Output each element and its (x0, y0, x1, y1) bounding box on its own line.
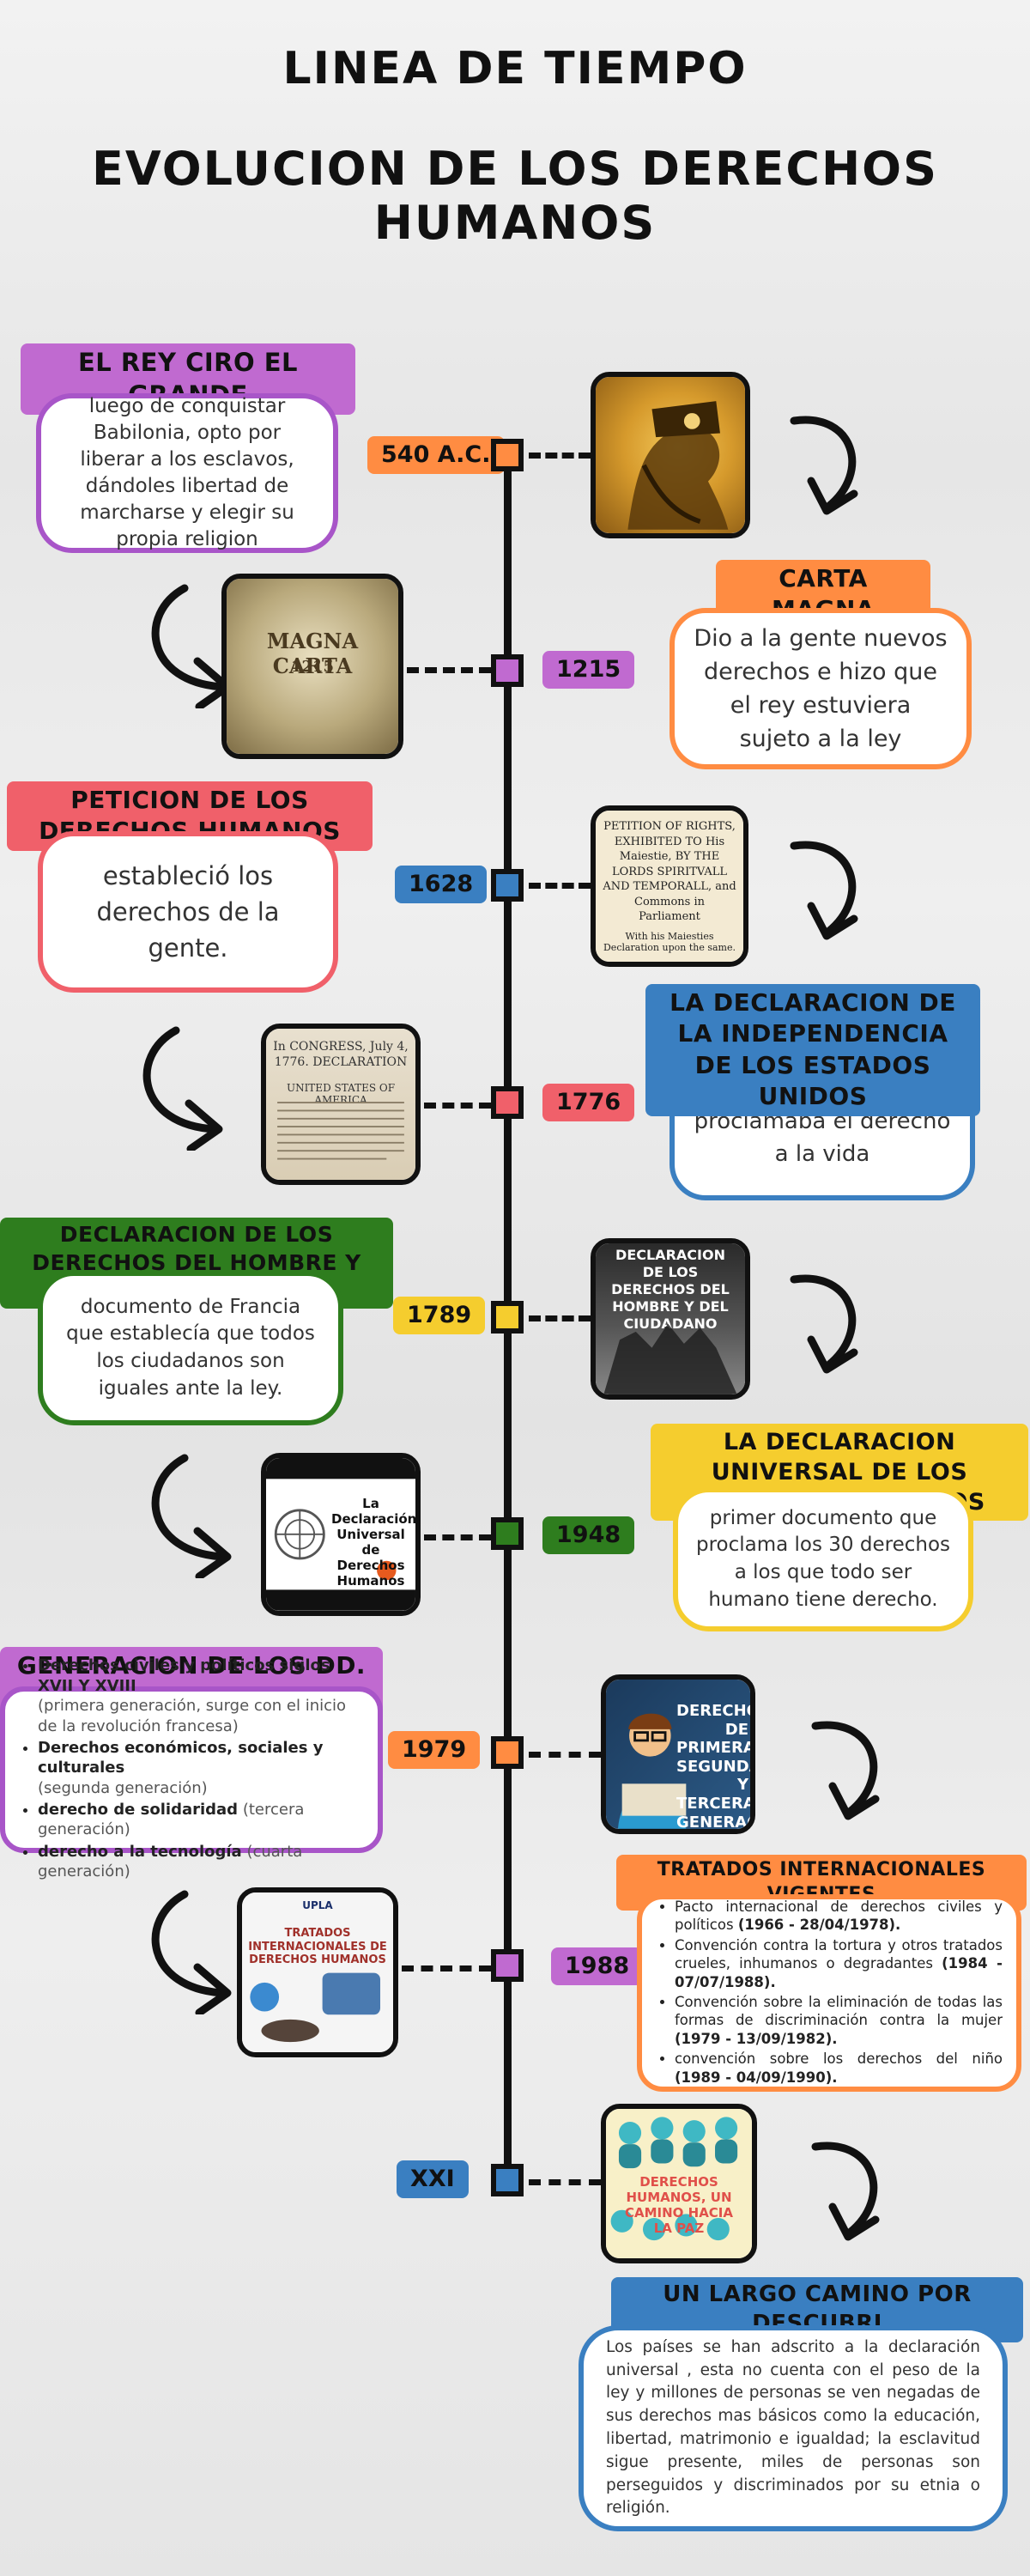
list-item: Derechos civiles y políticos siglos XVII… (38, 1656, 364, 1736)
curved-arrow-icon (151, 1890, 232, 2014)
generations-list: Derechos civiles y políticos siglos XVII… (19, 1656, 364, 1883)
magna-carta-image: MAGNA CARTA 1215 (221, 574, 403, 759)
image-subcaption: 1215 (290, 658, 335, 676)
treaties-list: Pacto internacional de derechos civiles … (656, 1898, 1003, 2088)
image-caption: UPLA (302, 1899, 333, 1911)
curved-arrow-icon (790, 841, 858, 940)
petition-of-rights-image: PETITION OF RIGHTS, EXHIBITED TO His Mai… (591, 805, 748, 967)
curved-arrow-icon (790, 416, 858, 515)
image-subcaption: With his Maiesties Declaration upon the … (603, 931, 736, 953)
event-description: Dio a la gente nuevos derechos e hizo qu… (670, 608, 972, 769)
timeline-node (491, 1301, 524, 1334)
event-year: 540 A.C. (367, 436, 505, 474)
event-description: documento de Francia que establecía que … (38, 1271, 343, 1425)
list-item: derecho a la tecnología (cuarta generaci… (38, 1842, 364, 1882)
timeline-node (491, 869, 524, 902)
list-item: Pacto internacional de derechos civiles … (675, 1898, 1003, 1935)
list-item: convención sobre los derechos del niño (… (675, 2050, 1003, 2087)
event-year: 1988 (551, 1947, 644, 1985)
event-description: primer documento que proclama los 30 der… (673, 1487, 973, 1631)
timeline-node (491, 439, 524, 471)
event-year: 1979 (388, 1731, 481, 1769)
image-subcaption: TRATADOS INTERNACIONALES DE DERECHOS HUM… (248, 1927, 387, 1967)
list-item: derecho de solidaridad (tercera generaci… (38, 1800, 364, 1840)
connector (529, 883, 591, 889)
connector (407, 667, 491, 673)
french-declaration-image: DECLARACION DE LOS DERECHOS DEL HOMBRE Y… (591, 1238, 750, 1400)
presenter-icon (617, 1713, 687, 1829)
image-caption: La Declaración Universal de Derechos Hum… (331, 1496, 417, 1589)
curved-arrow-icon (811, 1721, 880, 1820)
un-declaration-image: La Declaración Universal de Derechos Hum… (261, 1453, 421, 1616)
event-year: 1789 (393, 1297, 486, 1334)
event-year: 1215 (542, 651, 635, 689)
image-caption: DERECHOS HUMANOS, UN CAMINO HACIA LA PAZ (624, 2174, 733, 2236)
timeline-node (491, 654, 524, 687)
event-year: 1948 (542, 1516, 635, 1554)
event-description: luego de conquistar Babilonia, opto por … (36, 393, 338, 553)
peace-poster-image: DERECHOS HUMANOS, UN CAMINO HACIA LA PAZ (601, 2104, 757, 2263)
image-caption: DERECHOS DE PRIMERA SEGUNDA Y TERCERA GE… (676, 1702, 755, 1832)
un-emblem-icon (266, 1458, 415, 1611)
page-subtitle: EVOLUCION DE LOS DERECHOS HUMANOS (92, 142, 938, 250)
timeline-node (491, 1949, 524, 1982)
connector (529, 2179, 601, 2185)
generations-video-image: DERECHOS DE PRIMERA SEGUNDA Y TERCERA GE… (601, 1674, 755, 1834)
list-item: Convención sobre la eliminación de todas… (675, 1993, 1003, 2048)
timeline-node (491, 1086, 524, 1119)
event-year: 1628 (395, 866, 488, 903)
image-caption: PETITION OF RIGHTS, EXHIBITED TO His Mai… (603, 820, 736, 924)
event-description: Pacto internacional de derechos civiles … (637, 1894, 1021, 2092)
curved-arrow-icon (151, 1454, 232, 1578)
event-description: Derechos civiles y políticos siglos XVII… (0, 1656, 383, 1880)
curved-arrow-icon (811, 2142, 880, 2241)
list-item: Derechos económicos, sociales y cultural… (38, 1738, 364, 1798)
event-description: estableció los derechos de la gente. (38, 831, 338, 993)
image-caption: MAGNA CARTA (266, 629, 359, 678)
connector (424, 1534, 491, 1540)
event-description: Los países se han adscrito a la declarac… (579, 2325, 1008, 2531)
image-caption: DECLARACION DE LOS DERECHOS DEL HOMBRE Y… (611, 1247, 730, 1332)
connector (424, 1103, 491, 1109)
event-year: XXI (397, 2160, 469, 2198)
list-item: Convención contra la tortura y otros tra… (675, 1936, 1003, 1991)
declaration-document-image: In CONGRESS, July 4, 1776. DECLARATION U… (261, 1024, 421, 1185)
timeline-node (491, 2164, 524, 2196)
connector (402, 1965, 491, 1971)
people-crowd-icon (610, 2117, 738, 2241)
timeline-node (491, 1736, 524, 1769)
connector (529, 1315, 591, 1321)
event-year: 1776 (542, 1084, 635, 1121)
portrait-icon (627, 401, 729, 530)
image-caption: In CONGRESS, July 4, 1776. DECLARATION (273, 1040, 409, 1070)
treaties-slide-image: UPLA TRATADOS INTERNACIONALES DE DERECHO… (237, 1887, 398, 2057)
curved-arrow-icon (790, 1274, 858, 1374)
cyrus-portrait-image (591, 372, 750, 538)
page-title: LINEA DE TIEMPO (282, 43, 748, 94)
connector (529, 1752, 601, 1758)
timeline-node (491, 1517, 524, 1550)
connector (529, 453, 591, 459)
curved-arrow-icon (142, 1026, 223, 1151)
event-title: LA DECLARACION DE LA INDEPENDENCIA DE LO… (645, 984, 980, 1116)
